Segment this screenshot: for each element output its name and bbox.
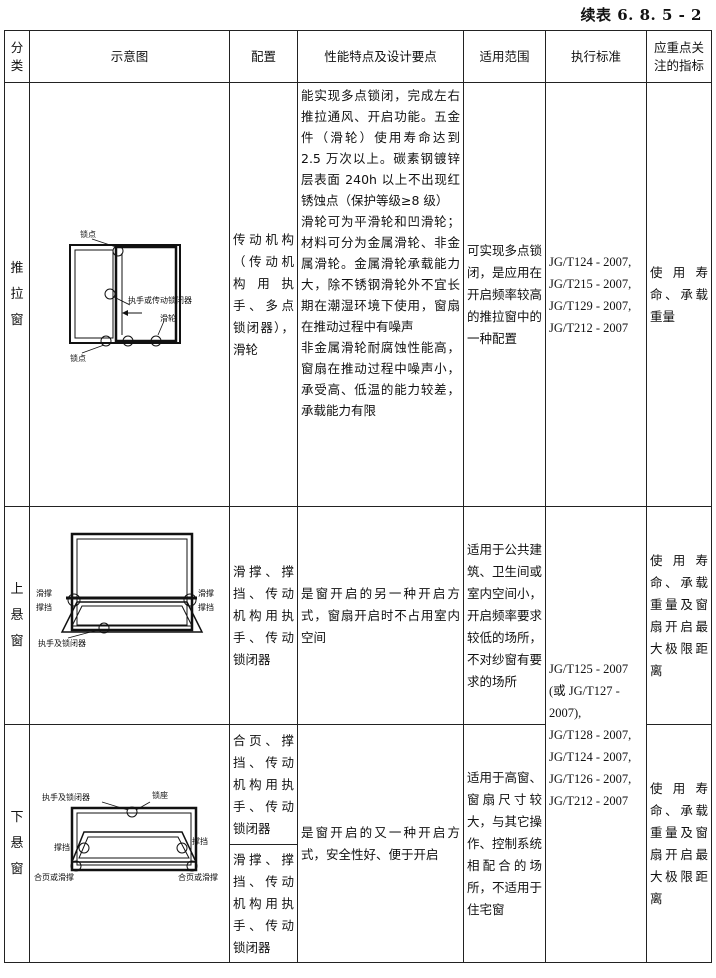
indicators-sliding: 使用寿命、承载重量 [646,82,712,507]
config-sliding: 传动机构（传动机构用执手、多点锁闭器），滑轮 [229,82,298,507]
feature-paragraph: 滑轮可为平滑轮和凹滑轮；材料可分为金属滑轮、非金属滑轮。金属滑轮承载能力大，除不… [301,214,460,334]
top-hung-window-diagram: 滑撑 撑挡 滑撑 撑挡 执手及锁闭器 [36,532,214,648]
label-stop-left: 撑挡 [36,602,52,612]
standards-shared: JG/T125 - 2007 (或 JG/T127 - 2007), JG/T1… [545,506,647,963]
standard-item: JG/T215 - 2007, [549,276,632,291]
diagram-sliding: 锁点 执手或传动锁闭器 滑轮 锁点 [29,82,230,507]
label-handle-lock: 执手及锁闭器 [38,638,86,648]
standard-item: JG/T212 - 2007 [549,793,629,808]
standard-item: JG/T126 - 2007, [549,771,632,786]
standard-item: 2007), [549,705,582,720]
label-handle-lock: 执手及锁闭器 [42,792,90,802]
label-stop-right: 撑挡 [192,836,208,846]
scope-bottom-hung: 适用于高窗、窗扇尺寸较大，与其它操作、控制系统相配合的场所，不适用于住宅窗 [463,724,546,963]
header-row: 分类 示意图 配置 性能特点及设计要点 适用范围 执行标准 应重点关注的指标 [4,30,712,83]
scope-sliding: 可实现多点锁闭，是应用在开启频率较高的推拉窗中的一种配置 [463,82,546,507]
feature-paragraph: 非金属滑轮耐腐蚀性能高，窗扇在推动过程中噪声小，承受高、低温的能力较差，承载能力… [301,340,460,418]
label-roller: 滑轮 [160,313,176,323]
label-handle: 执手或传动锁闭器 [128,295,192,305]
diagram-bottom-hung: 执手及锁闭器 锁座 撑挡 撑挡 合页或滑撑 合页或滑撑 [29,724,230,963]
header-diagram: 示意图 [29,30,230,83]
standard-item: JG/T129 - 2007, [549,298,632,313]
header-config: 配置 [229,30,298,83]
table-row-bottom-hung-b: 滑撑、撑挡、传动机构用执手、传动锁闭器 [5,844,712,963]
standards-sliding: JG/T124 - 2007, JG/T215 - 2007, JG/T129 … [545,82,647,507]
features-bottom-hung: 是窗开启的又一种开启方式，安全性好、便于开启 [297,724,464,963]
label-stay-right: 滑撑 [198,588,214,598]
indicators-top-hung: 使用寿命、承载重量及窗扇开启最大极限距离 [646,506,712,725]
label-lock-seat: 锁座 [152,790,168,800]
category-top-hung: 上悬窗 [4,506,30,725]
hardware-table: 分类 示意图 配置 性能特点及设计要点 适用范围 执行标准 应重点关注的指标 推… [4,30,712,963]
label-hinge-left: 合页或滑撑 [34,872,74,882]
standard-item: JG/T124 - 2007, [549,254,632,269]
table-row-sliding: 推拉窗 锁点 执手或传动锁闭器 滑轮 锁点 [4,82,712,507]
scope-top-hung: 适用于公共建筑、卫生间或室内空间小，开启频率要求较低的场所，不对纱窗有要求的场所 [463,506,546,725]
header-features: 性能特点及设计要点 [297,30,464,83]
standard-item: JG/T124 - 2007, [549,749,632,764]
label-lock-point-top: 锁点 [80,229,96,239]
standard-item: JG/T212 - 2007 [549,320,629,335]
header-scope: 适用范围 [463,30,546,83]
diagram-top-hung: 滑撑 撑挡 滑撑 撑挡 执手及锁闭器 [29,506,230,725]
label-lock-point-bottom: 锁点 [70,353,86,363]
table-caption: 续表 6. 8. 5 - 2 [580,6,702,24]
header-category: 分类 [4,30,30,83]
standard-item: JG/T125 - 2007 [549,661,629,676]
features-top-hung: 是窗开启的另一种开启方式，窗扇开启时不占用室内空间 [297,506,464,725]
label-hinge-right: 合页或滑撑 [178,872,218,882]
config-top-hung: 滑撑、撑挡、传动机构用执手、传动锁闭器 [229,506,298,725]
config-bottom-hung-a: 合页、撑挡、传动机构用执手、传动锁闭器 [229,724,298,845]
feature-paragraph: 能实现多点锁闭，完成左右推拉通风、开启功能。五金件（滑轮）使用寿命达到 2.5 … [301,88,460,208]
config-bottom-hung-b: 滑撑、撑挡、传动机构用执手、传动锁闭器 [229,844,298,963]
table-row-bottom-hung-a: 下悬窗 执手及锁闭器 锁座 撑挡 撑挡 合页或滑撑 合页或滑撑 [4,724,712,963]
bottom-hung-window-diagram: 执手及锁闭器 锁座 撑挡 撑挡 合页或滑撑 合页或滑撑 [34,790,218,882]
standard-item: (或 JG/T127 - [549,683,620,698]
standard-item: JG/T128 - 2007, [549,727,632,742]
table-row-top-hung: 上悬窗 滑撑 撑挡 滑撑 撑挡 执手及锁闭器 滑撑、撑挡、传动机构用执手、传动锁… [4,506,712,963]
label-stay-left: 滑撑 [36,588,52,598]
header-indicators: 应重点关注的指标 [646,30,712,83]
label-stop-left: 撑挡 [54,842,70,852]
category-sliding: 推拉窗 [4,82,30,507]
sliding-window-diagram: 锁点 执手或传动锁闭器 滑轮 锁点 [68,229,192,363]
category-bottom-hung: 下悬窗 [4,724,30,963]
label-stop-right: 撑挡 [198,602,214,612]
features-sliding: 能实现多点锁闭，完成左右推拉通风、开启功能。五金件（滑轮）使用寿命达到 2.5 … [297,82,464,507]
header-standards: 执行标准 [545,30,647,83]
indicators-bottom-hung: 使用寿命、承载重量及窗扇开启最大极限距离 [646,724,712,963]
